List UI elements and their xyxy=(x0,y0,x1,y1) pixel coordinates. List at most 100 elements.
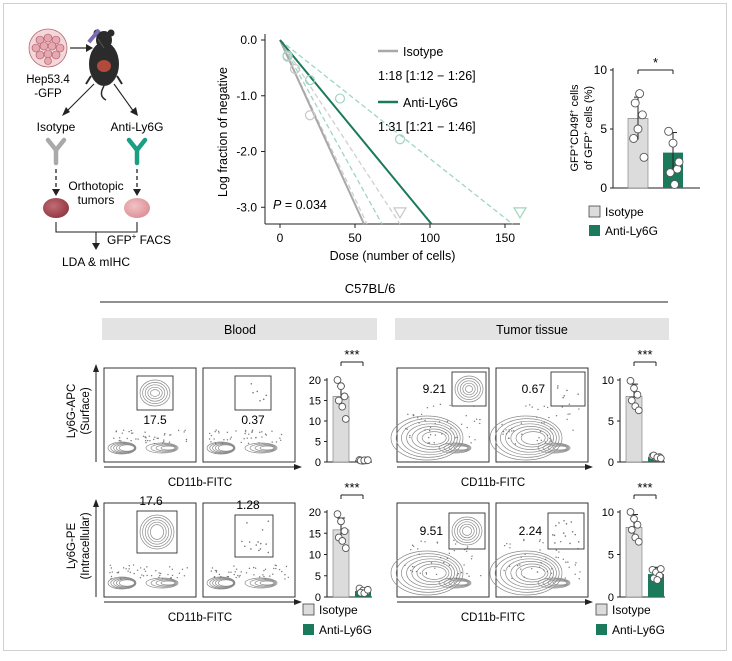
facs-event-dot xyxy=(426,406,429,409)
row2-ysub: (Intracellular) xyxy=(80,512,92,579)
facs-event-dot xyxy=(479,418,481,421)
blood-intracellular-bars-point xyxy=(340,527,349,535)
facs-gated-dot xyxy=(569,542,571,545)
dashed-arrowhead-isotype xyxy=(52,189,60,196)
facs-event-dot xyxy=(275,567,277,570)
facs-gate-percent: 0.67 xyxy=(522,382,546,396)
facs-gate xyxy=(550,371,586,407)
facs-event-dot xyxy=(525,405,527,407)
tumor-intracellular-bars-point xyxy=(653,576,662,584)
facs-event-dot xyxy=(272,573,274,575)
facs-event-dot xyxy=(562,558,565,560)
facs-event-dot xyxy=(568,403,571,405)
facs-event-dot xyxy=(157,437,159,440)
facs-gated-contour xyxy=(147,521,167,543)
lda-legend-isotype-stat: 1:18 [1:12 − 1:26] xyxy=(378,69,476,83)
lda-isotype-point xyxy=(289,63,301,75)
facs-event-dot xyxy=(404,564,406,566)
facs-contour xyxy=(116,578,136,588)
facs-event-dot xyxy=(427,436,430,439)
facs-event-dot xyxy=(214,569,216,572)
facs-event-dot xyxy=(410,569,412,572)
facs-event-dot xyxy=(520,568,522,570)
facs-event-dot xyxy=(523,538,525,541)
facs-event-dot xyxy=(428,429,431,432)
blood-surface-bars-point xyxy=(337,382,345,391)
facs-contour xyxy=(259,580,275,586)
facs-contour xyxy=(390,550,464,596)
facs-contour xyxy=(500,420,557,456)
facs-event-dot xyxy=(569,413,571,415)
strain-label: C57BL/6 xyxy=(345,281,396,296)
facs-event-dot xyxy=(233,565,235,567)
blood-row1-xaxis: CD11b-FITC xyxy=(104,464,302,489)
facs-plot-frame xyxy=(202,367,296,463)
facs-event-dot xyxy=(538,540,541,542)
facs-plot-frame xyxy=(495,367,589,463)
blood-row2-xaxis: CD11b-FITC xyxy=(104,599,302,624)
facs-gate xyxy=(234,375,272,411)
facs-event-dot xyxy=(406,428,408,430)
facs-contour xyxy=(537,442,571,454)
cd49f-ylabel-line2: of GFP+ cells (%) xyxy=(583,86,595,170)
facs-event-dot xyxy=(508,565,511,567)
blood-intracellular-bars-point xyxy=(338,537,347,545)
facs-contour xyxy=(209,442,235,454)
facs-event-dot xyxy=(227,575,230,578)
facs-gated-dot xyxy=(553,534,556,537)
facs-event-dot xyxy=(185,440,188,443)
facs-contour xyxy=(515,428,549,448)
facs-event-dot xyxy=(284,574,286,576)
tumor-surface-bars-ytick-label: 0 xyxy=(608,457,614,469)
facs-gated-contour xyxy=(142,382,168,404)
facs-gated-contour xyxy=(462,382,476,396)
facs-contour xyxy=(395,553,461,593)
facs-contour xyxy=(421,566,447,580)
lda-p-number: = 0.034 xyxy=(281,198,327,212)
blood-header-bar xyxy=(102,318,377,340)
facs-event-dot xyxy=(546,406,549,409)
facs-event-dot xyxy=(425,573,428,575)
facs-gated-dot xyxy=(570,521,573,523)
facs-event-dot xyxy=(520,556,522,558)
row2-ylabel: Ly6G-PE xyxy=(66,523,78,570)
cd49f-point xyxy=(630,98,640,108)
facs-event-dot xyxy=(218,573,221,576)
facs-event-dot xyxy=(149,440,151,442)
tumor-surface-bars-point xyxy=(627,396,636,405)
facs-event-dot xyxy=(186,567,188,569)
facs-event-dot xyxy=(275,564,277,567)
facs-contour xyxy=(155,579,177,587)
facs-contour xyxy=(406,423,455,453)
facs-event-dot xyxy=(505,433,508,435)
facs-event-dot xyxy=(253,566,255,569)
facs-event-dot xyxy=(529,404,531,406)
facs-gate xyxy=(448,512,486,550)
facs-event-dot xyxy=(516,565,519,567)
facs-event-dot xyxy=(144,440,147,442)
facs-event-dot xyxy=(163,441,165,443)
facs-event-dot xyxy=(265,434,268,436)
facs-gated-dot xyxy=(563,519,565,522)
facs-gated-dot xyxy=(563,394,566,397)
facs-event-dot xyxy=(479,422,481,425)
facs-event-dot xyxy=(245,572,248,574)
facs-event-dot xyxy=(213,576,216,578)
facs-event-dot xyxy=(133,572,135,575)
facs-event-dot xyxy=(507,437,510,439)
facs-event-dot xyxy=(271,430,273,432)
cd49f-point xyxy=(664,126,674,136)
facs-gated-dot xyxy=(577,393,579,395)
facs-event-dot xyxy=(210,434,213,437)
facs-event-dot xyxy=(531,406,533,408)
facs-event-dot xyxy=(237,574,239,577)
facs-event-dot xyxy=(578,408,580,410)
facs-event-dot xyxy=(524,553,526,555)
facs-event-dot xyxy=(428,442,431,444)
facs-event-dot xyxy=(235,576,237,579)
facs-gated-dot xyxy=(267,520,270,522)
facs-event-dot xyxy=(523,539,525,542)
facs-event-dot xyxy=(128,565,130,567)
facs-event-dot xyxy=(439,403,442,406)
